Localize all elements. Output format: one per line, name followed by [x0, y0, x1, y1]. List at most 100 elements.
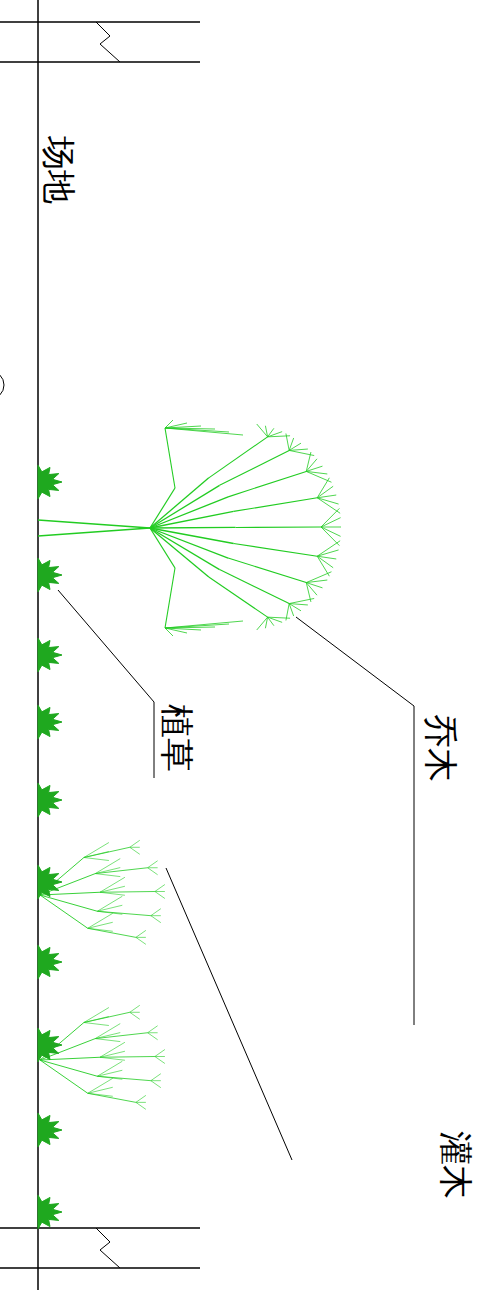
branch: [148, 1032, 158, 1033]
index-mark: [0, 371, 4, 399]
branch: [306, 572, 331, 583]
branch: [220, 570, 290, 604]
branch: [100, 877, 125, 892]
branch: [130, 847, 140, 848]
branch: [130, 847, 140, 854]
branch: [155, 885, 165, 892]
branch: [257, 617, 268, 630]
branch: [151, 909, 161, 916]
branch: [317, 556, 333, 568]
branch: [100, 1051, 125, 1057]
branch: [40, 895, 97, 911]
branch: [150, 528, 228, 558]
branch: [155, 1057, 165, 1064]
branch: [165, 568, 175, 628]
branch: [150, 511, 234, 528]
plant-label: 灌木: [438, 1131, 472, 1199]
branch: [38, 528, 150, 536]
branch: [136, 1102, 146, 1103]
branch: [84, 843, 109, 858]
branch: [321, 527, 341, 528]
branch: [97, 1061, 122, 1076]
branch: [289, 604, 308, 605]
branch: [95, 1024, 120, 1039]
branch: [97, 1070, 122, 1076]
branch: [95, 1033, 120, 1039]
branch: [148, 861, 158, 868]
branch: [84, 1017, 109, 1023]
branch: [130, 840, 140, 847]
branch: [130, 1012, 140, 1013]
branch: [84, 1023, 109, 1026]
branch: [136, 1102, 146, 1109]
grass-tuft: [38, 1113, 62, 1147]
branch: [97, 911, 122, 914]
branch: [148, 1026, 158, 1033]
branch: [268, 617, 274, 626]
branch: [321, 508, 339, 527]
branch: [84, 1012, 130, 1022]
branch: [84, 858, 109, 861]
branch: [130, 1005, 140, 1012]
branch: [317, 498, 338, 504]
branch: [40, 895, 88, 928]
branch: [165, 428, 175, 488]
branch: [95, 1039, 120, 1042]
branch: [136, 937, 146, 944]
branch: [151, 1074, 161, 1081]
branch: [88, 928, 113, 931]
branch: [150, 478, 209, 528]
grass-tuft: [38, 705, 62, 739]
branch: [100, 891, 155, 893]
grass-tuft: [38, 783, 62, 817]
branch: [100, 1057, 125, 1060]
branch: [236, 526, 322, 528]
branch: [289, 598, 314, 603]
branch: [40, 1060, 97, 1076]
branch: [321, 518, 341, 527]
branch: [165, 628, 201, 630]
branch: [150, 527, 236, 529]
leader-lines: [58, 590, 414, 1160]
branch: [228, 471, 306, 496]
branch: [165, 426, 201, 428]
branch: [84, 1008, 109, 1023]
branch: [97, 911, 151, 915]
branch: [289, 449, 308, 450]
branch: [257, 424, 268, 437]
branch: [100, 892, 125, 895]
plant-label: 场地: [41, 136, 75, 204]
branch: [234, 498, 318, 512]
grass-tuft: [38, 1028, 62, 1062]
branch: [88, 922, 113, 928]
plant-label: 植草: [159, 704, 193, 772]
branch: [289, 438, 294, 450]
branch: [136, 930, 146, 937]
branch: [286, 434, 289, 451]
branch: [40, 1060, 88, 1093]
branch: [88, 1093, 136, 1102]
branch: [100, 1042, 125, 1057]
branch: [317, 495, 336, 498]
branch: [95, 859, 120, 874]
grass-tuft: [38, 558, 62, 592]
planting: [38, 420, 341, 1229]
branch: [136, 937, 146, 938]
branch: [136, 1095, 146, 1102]
branch: [148, 868, 158, 875]
branch: [155, 1050, 165, 1057]
branch: [151, 916, 161, 923]
branch: [150, 528, 220, 570]
branch: [234, 544, 318, 557]
branch: [306, 580, 327, 583]
branch: [84, 847, 130, 857]
branch: [97, 896, 122, 911]
branch: [100, 1056, 155, 1058]
branch: [150, 488, 175, 528]
grass-tuft: [38, 465, 62, 499]
branch: [209, 577, 268, 617]
branch: [317, 478, 329, 498]
branch: [84, 852, 109, 858]
branch: [165, 621, 243, 628]
branch: [265, 426, 267, 437]
